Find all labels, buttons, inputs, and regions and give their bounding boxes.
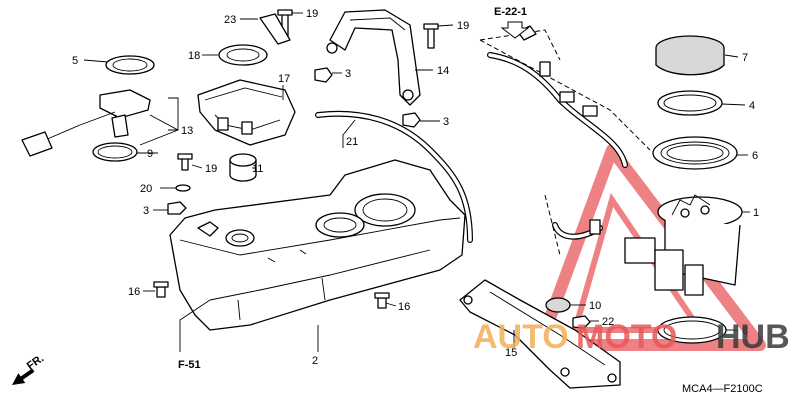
stay-15 bbox=[459, 279, 621, 389]
callout-3-right: 3 bbox=[443, 116, 449, 128]
watermark-moto: MOTO bbox=[576, 318, 677, 356]
nut-22 bbox=[572, 315, 591, 329]
diagram-code: MCA4—F2100C bbox=[682, 383, 763, 395]
leader-lines bbox=[83, 12, 750, 352]
callout-3-left: 3 bbox=[143, 205, 149, 217]
callout-14: 14 bbox=[437, 65, 449, 77]
watermark-auto: AUTO bbox=[473, 318, 569, 356]
callout-4: 4 bbox=[749, 100, 755, 112]
callout-17: 17 bbox=[278, 73, 290, 85]
ring-4 bbox=[657, 90, 723, 116]
grommet-10 bbox=[545, 297, 571, 313]
cap-11 bbox=[229, 153, 257, 182]
callout-10: 10 bbox=[589, 300, 601, 312]
fuel-level-sender bbox=[21, 89, 151, 157]
callout-6: 6 bbox=[752, 150, 758, 162]
callout-numbers: 1 2 3 3 3 4 5 6 7 8 9 10 11 13 14 15 16 … bbox=[72, 8, 759, 367]
fuel-line-group bbox=[479, 25, 651, 256]
callout-15: 15 bbox=[505, 347, 517, 359]
callout-20: 20 bbox=[140, 183, 152, 195]
callout-18: 18 bbox=[188, 50, 200, 62]
front-label: FR. bbox=[25, 352, 46, 372]
fuel-pump-1 bbox=[624, 194, 743, 296]
reference-e-22-1: E-22-1 bbox=[494, 6, 527, 18]
pump-cover-7 bbox=[655, 35, 725, 76]
front-direction-arrow-icon bbox=[12, 368, 35, 385]
callout-8: 8 bbox=[742, 325, 748, 337]
callout-19-left: 19 bbox=[205, 163, 217, 175]
callout-2: 2 bbox=[312, 355, 318, 367]
callout-11: 11 bbox=[252, 163, 263, 175]
callout-16-left: 16 bbox=[128, 286, 140, 298]
callout-9: 9 bbox=[147, 148, 153, 160]
callout-1: 1 bbox=[753, 207, 759, 219]
callout-3-top: 3 bbox=[345, 68, 351, 80]
packing-6 bbox=[652, 136, 738, 170]
ring-18 bbox=[218, 44, 268, 66]
mounting-bracket bbox=[326, 9, 421, 106]
fuel-tank bbox=[169, 159, 466, 331]
callout-19-top: 19 bbox=[306, 8, 318, 20]
callout-22: 22 bbox=[602, 316, 614, 328]
watermark-wordmark: AUTO MOTO HUB bbox=[473, 318, 790, 356]
o-ring-9 bbox=[92, 142, 138, 162]
small-hardware bbox=[153, 9, 439, 309]
callout-19-right: 19 bbox=[457, 20, 469, 32]
breather-hose bbox=[315, 110, 473, 243]
up-arrow-icon bbox=[500, 21, 530, 39]
reference-f-51: F-51 bbox=[178, 359, 201, 371]
callout-7: 7 bbox=[742, 52, 748, 64]
callout-13: 13 bbox=[181, 125, 193, 137]
callout-21: 21 bbox=[346, 136, 358, 148]
watermark-hub: HUB bbox=[716, 318, 790, 356]
callout-23: 23 bbox=[224, 14, 236, 26]
callout-5: 5 bbox=[72, 55, 78, 67]
packing-ring-5 bbox=[105, 55, 155, 75]
callout-16-right: 16 bbox=[398, 301, 410, 313]
canister-cover bbox=[197, 79, 296, 146]
